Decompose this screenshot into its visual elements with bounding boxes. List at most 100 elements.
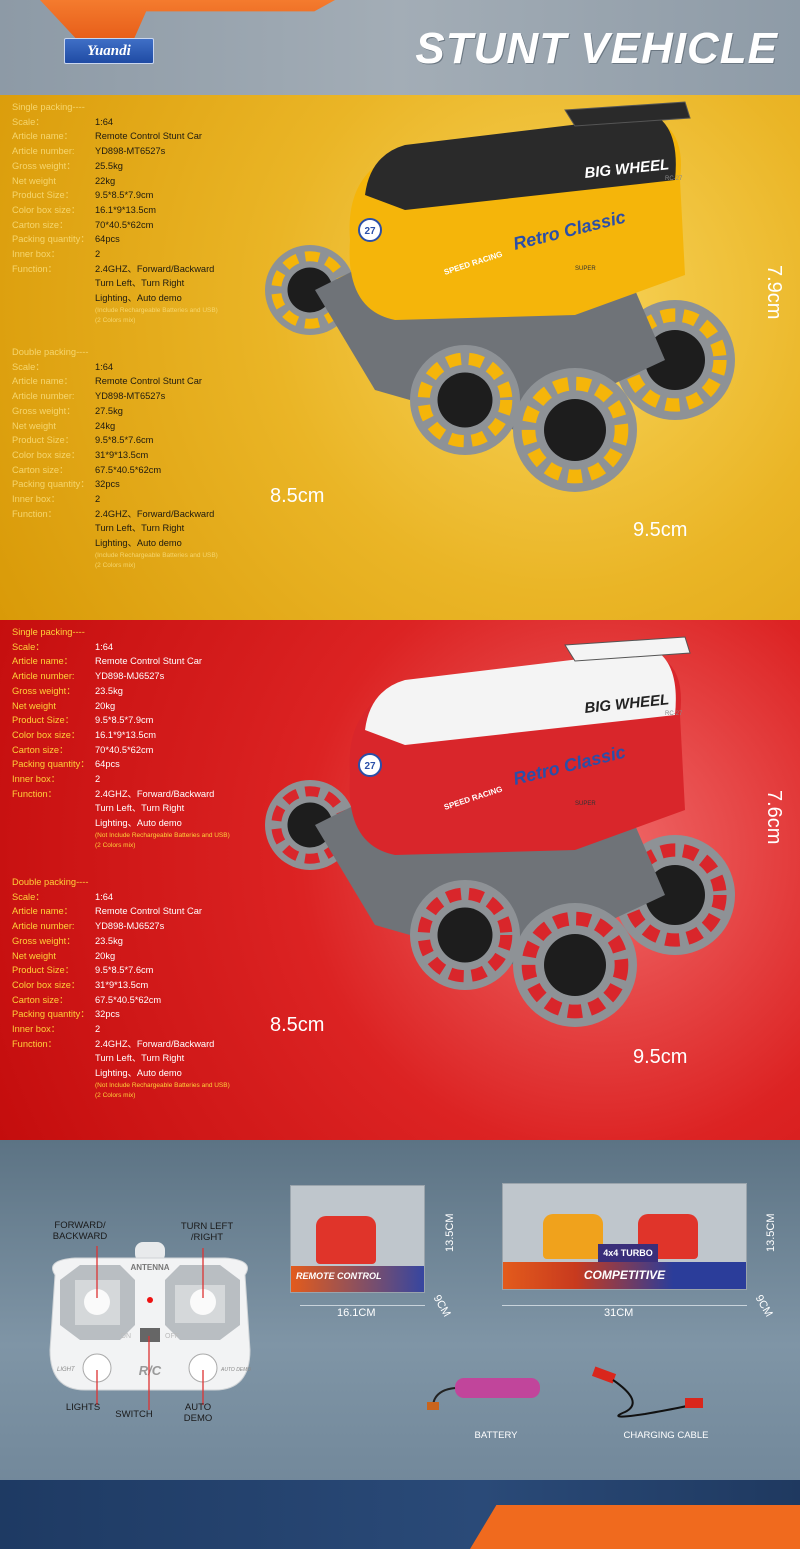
spec-label: Article number: bbox=[12, 146, 75, 157]
rc-text: RC-27 bbox=[665, 176, 683, 182]
spoiler bbox=[564, 636, 691, 662]
spec-note: (2 Colors mix) bbox=[95, 1091, 136, 1099]
spec-value: 2 bbox=[95, 494, 101, 505]
spec-label: Inner box： bbox=[12, 774, 61, 785]
spec-label: Color box size： bbox=[12, 204, 81, 215]
spec-label: Packing quantity： bbox=[12, 759, 90, 770]
spec-label: Color box size： bbox=[12, 979, 81, 990]
spec-row: Product Size： 9.5*8.5*7.9cm bbox=[12, 713, 230, 728]
spec-label: Net weight bbox=[12, 700, 56, 711]
spec-label: Gross weight： bbox=[12, 935, 76, 946]
spec-label: Net weight bbox=[12, 950, 56, 961]
spec-row: Function：2.4GHZ、Forward/Backward Turn Le… bbox=[12, 507, 218, 551]
spec-value: 9.5*8.5*7.9cm bbox=[95, 715, 154, 726]
spec-value: 9.5*8.5*7.9cm bbox=[95, 190, 154, 201]
spec-row: Gross weight： 27.5kg bbox=[12, 404, 218, 419]
spec-note: (2 Colors mix) bbox=[95, 841, 136, 849]
wheel bbox=[615, 835, 735, 955]
box-car-yellow bbox=[543, 1214, 603, 1259]
spec-value: 23.5kg bbox=[95, 935, 123, 946]
spec-label: Gross weight： bbox=[12, 405, 76, 416]
super-text: SUPER bbox=[575, 266, 596, 272]
spec-label: Article name： bbox=[12, 656, 73, 667]
spec-note: (2 Colors mix) bbox=[95, 316, 136, 324]
spec-value: YD898-MJ6527s bbox=[95, 921, 165, 932]
packing-title: Double packing---- bbox=[12, 347, 89, 357]
packing-title: Single packing---- bbox=[12, 627, 85, 637]
spec-note: (Include Rechargeable Batteries and USB) bbox=[95, 306, 218, 314]
spec-row: Article name： Remote Control Stunt Car bbox=[12, 374, 218, 389]
wheel bbox=[265, 780, 355, 870]
footer-orange-accent bbox=[470, 1505, 800, 1549]
spec-label: Product Size： bbox=[12, 715, 75, 726]
spec-row: Product Size：9.5*8.5*7.9cm bbox=[12, 188, 218, 203]
spec-row: Color box size：31*9*13.5cm bbox=[12, 978, 230, 993]
spec-row: Packing quantity：64pcs bbox=[12, 757, 230, 772]
spec-value: 1:64 bbox=[95, 641, 114, 652]
lights-label: LIGHTS bbox=[65, 1402, 101, 1413]
spec-label: Scale： bbox=[12, 641, 45, 652]
wheel bbox=[265, 245, 355, 335]
spec-row: Gross weight：25.5kg bbox=[12, 159, 218, 174]
spec-value: 64pcs bbox=[95, 234, 120, 245]
wheel bbox=[513, 903, 637, 1027]
spec-label: Inner box： bbox=[12, 494, 61, 505]
spec-label: Inner box： bbox=[12, 1024, 61, 1035]
length-dimension: 9.5cm bbox=[633, 1046, 688, 1068]
spec-row: Inner box：2 bbox=[12, 772, 230, 787]
super-text: SUPER bbox=[575, 801, 596, 807]
spec-row: Scale：1:64 bbox=[12, 890, 230, 905]
single-color-box-image: REMOTE CONTROL bbox=[290, 1185, 425, 1293]
wheel bbox=[410, 880, 520, 990]
spec-row: Carton size：67.5*40.5*62cm bbox=[12, 993, 230, 1008]
spec-row: Article name： Remote Control Stunt Car bbox=[12, 904, 230, 919]
spec-value: 9.5*8.5*7.6cm bbox=[95, 435, 154, 446]
spec-label: Article name： bbox=[12, 376, 73, 387]
wheel bbox=[410, 345, 520, 455]
length-dimension: 9.5cm bbox=[633, 519, 688, 541]
antenna-text: ANTENNA bbox=[130, 1263, 169, 1272]
spec-row: Carton size：70*40.5*62cm bbox=[12, 218, 218, 233]
on-text: ON bbox=[121, 1333, 132, 1340]
spec-value: Remote Control Stunt Car bbox=[95, 131, 202, 142]
spec-row: Function：2.4GHZ、Forward/Backward Turn Le… bbox=[12, 1037, 230, 1081]
spec-value: 20kg bbox=[95, 700, 116, 711]
spec-value: 27.5kg bbox=[95, 405, 123, 416]
battery-label: BATTERY bbox=[474, 1430, 518, 1441]
spec-note: (2 Colors mix) bbox=[95, 561, 136, 569]
spec-label: Color box size： bbox=[12, 449, 81, 460]
spec-label: Function： bbox=[12, 788, 57, 799]
switch-label: SWITCH bbox=[115, 1409, 153, 1420]
spec-value: 1:64 bbox=[95, 891, 114, 902]
box-car bbox=[316, 1216, 376, 1264]
spec-row: Scale： 1:64 bbox=[12, 360, 218, 375]
spec-value: 1:64 bbox=[95, 361, 114, 372]
battery-image bbox=[427, 1378, 540, 1410]
spec-value: 24kg bbox=[95, 420, 116, 431]
spec-label: Scale： bbox=[12, 361, 45, 372]
spec-row: Inner box：2 bbox=[12, 247, 218, 262]
spec-value: YD898-MT6527s bbox=[95, 146, 166, 157]
spec-row: Gross weight：23.5kg bbox=[12, 684, 230, 699]
spec-row: Function：2.4GHZ、Forward/Backward Turn Le… bbox=[12, 787, 230, 831]
spec-value: Remote Control Stunt Car bbox=[95, 376, 202, 387]
number-badge: 27 bbox=[364, 226, 376, 237]
dimension-line bbox=[300, 1305, 425, 1306]
spec-value: 2 bbox=[95, 249, 101, 260]
off-text: OFF bbox=[165, 1333, 179, 1340]
spec-label: Article name： bbox=[12, 906, 73, 917]
spec-label: Color box size： bbox=[12, 729, 81, 740]
small-box-width: 16.1CM bbox=[337, 1307, 376, 1319]
spec-row: Function：2.4GHZ、Forward/Backward Turn Le… bbox=[12, 262, 218, 306]
spec-value: Remote Control Stunt Car bbox=[95, 906, 202, 917]
spec-value: 9.5*8.5*7.6cm bbox=[95, 965, 154, 976]
spec-row: Color box size：16.1*9*13.5cm bbox=[12, 203, 218, 218]
spec-value: 2.4GHZ、Forward/Backward Turn Left、Turn R… bbox=[95, 508, 215, 549]
spec-label: Carton size： bbox=[12, 744, 69, 755]
spec-row: Inner box： 2 bbox=[12, 492, 218, 507]
